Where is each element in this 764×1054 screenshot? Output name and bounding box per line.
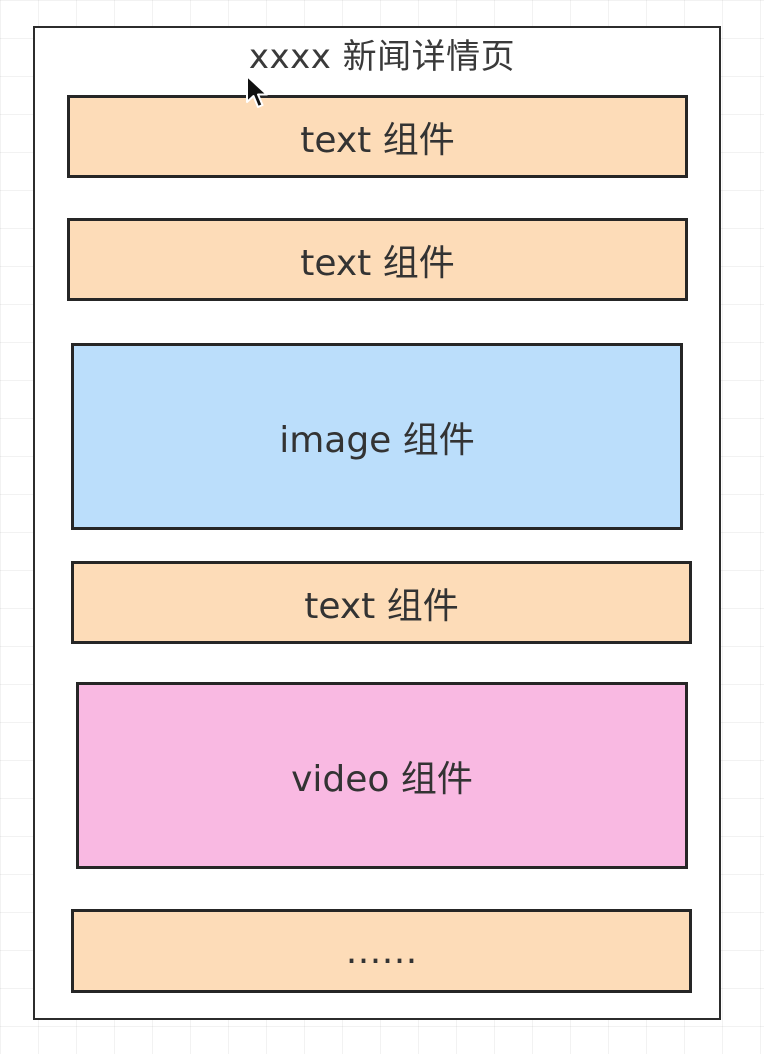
block-label: video 组件 bbox=[291, 758, 473, 800]
text-component-block-3: text 组件 bbox=[71, 561, 692, 644]
text-component-block-2: text 组件 bbox=[67, 218, 688, 301]
block-label: …… bbox=[345, 930, 418, 972]
more-components-block: …… bbox=[71, 909, 692, 993]
mouse-pointer-icon bbox=[246, 75, 268, 108]
page-title: xxxx 新闻详情页 bbox=[248, 37, 516, 77]
block-label: text 组件 bbox=[304, 585, 459, 627]
block-label: text 组件 bbox=[300, 119, 455, 161]
text-component-block-1: text 组件 bbox=[67, 95, 688, 178]
video-component-block: video 组件 bbox=[76, 682, 688, 869]
block-label: image 组件 bbox=[279, 419, 475, 461]
image-component-block: image 组件 bbox=[71, 343, 683, 530]
block-label: text 组件 bbox=[300, 242, 455, 284]
